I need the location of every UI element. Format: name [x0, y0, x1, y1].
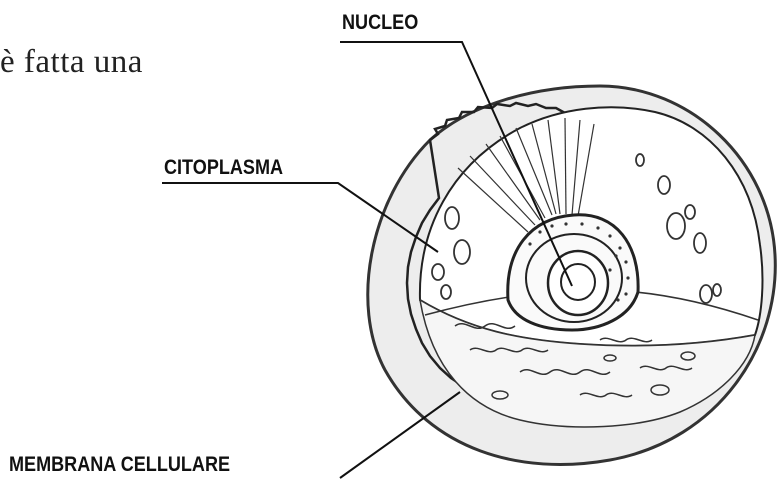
- membrane-leader-line: [340, 392, 460, 478]
- cytoplasm-label: CITOPLASMA: [164, 156, 283, 180]
- nucleus-label: NUCLEO: [342, 11, 418, 35]
- cell-membrane-label: MEMBRANA CELLULARE: [9, 453, 230, 477]
